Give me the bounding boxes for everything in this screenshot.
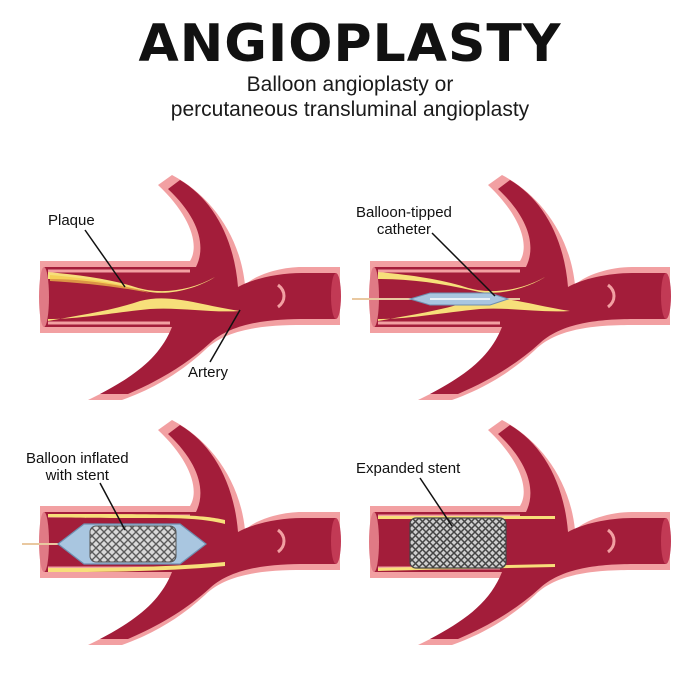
subtitle-line-1: Balloon angioplasty or — [246, 73, 454, 96]
panel-catheter — [352, 173, 673, 402]
balloon-pointer — [99, 482, 126, 531]
page-subtitle: Balloon angioplasty or percutaneous tran… — [0, 72, 700, 122]
panel-plaque — [37, 173, 343, 402]
label-expanded-stent: Expanded stent — [356, 460, 461, 477]
subtitle-line-2: percutaneous transluminal angioplasty — [170, 98, 530, 121]
label-balloon-inflated: Balloon inflated with stent — [26, 450, 129, 484]
label-plaque: Plaque — [48, 212, 95, 229]
label-catheter-line-2: catheter — [376, 221, 432, 238]
label-artery: Artery — [188, 364, 229, 381]
label-balloon-line-2: with stent — [45, 467, 109, 484]
catheter-pointer — [431, 232, 496, 297]
label-catheter: Balloon-tipped catheter — [356, 204, 452, 238]
stent-on-balloon — [89, 525, 177, 563]
plaque-pointer — [84, 229, 126, 288]
artery-pointer — [209, 309, 241, 363]
page-title: ANGIOPLASTY — [138, 14, 562, 74]
expanded-stent — [409, 517, 507, 569]
plaque-deposit-top — [48, 272, 215, 293]
expanded-pointer — [419, 477, 453, 527]
label-balloon-line-1: Balloon inflated — [26, 450, 129, 467]
label-catheter-line-1: Balloon-tipped — [356, 204, 452, 221]
panel-expanded-stent — [367, 418, 673, 647]
plaque-deposit-bottom — [48, 298, 240, 321]
panel-balloon-inflated — [22, 418, 343, 647]
